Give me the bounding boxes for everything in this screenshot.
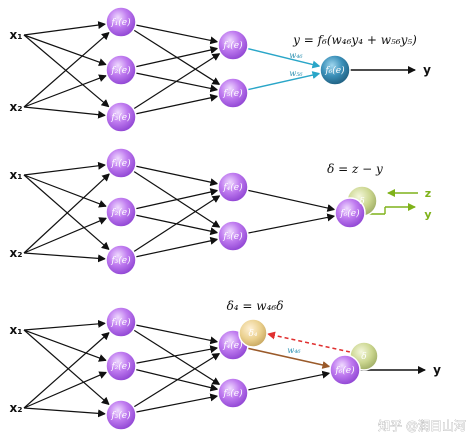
nodes-layer — [105, 6, 379, 431]
neuron-f5 — [217, 220, 249, 252]
edge-x1-to-f2 — [23, 329, 107, 362]
neuron-f1 — [105, 147, 137, 179]
edge-x2-to-f3 — [23, 106, 107, 119]
label-z: z — [425, 187, 431, 200]
text-layer: x₁ x₂ f₁(e) f₂(e) f₃(e) f₄(e) f₅(e) x₁ x₂ f₁(e) f₂… — [10, 17, 467, 433]
edge-x1-to-f3 — [23, 329, 110, 406]
edge-f5-to-f6 — [247, 370, 331, 391]
edge-f5-to-f6 — [247, 213, 336, 234]
neuron-f4-label: f₄(e) — [222, 340, 243, 351]
neuron-f5-label: f₅(e) — [222, 388, 243, 399]
edge-f2-to-f4 — [135, 46, 219, 68]
neuron-f3-label: f₃(e) — [110, 112, 131, 123]
backprop-formula: δ₄ = w₄₆δ — [227, 299, 284, 313]
watermark: 知乎 @润目山河 — [378, 419, 466, 433]
edge-f4-to-f6 — [247, 47, 321, 69]
input-label-x1: x₁ — [10, 168, 23, 182]
edge-x2-to-f3 — [23, 252, 107, 263]
edge-x2-to-f2 — [23, 74, 107, 108]
edge-f3-to-f4 — [133, 352, 221, 408]
neuron-f5-label: f₅(e) — [222, 231, 243, 242]
neuron-f3-label: f₃(e) — [110, 410, 131, 421]
edge-x1-to-f2 — [23, 174, 107, 208]
edge-f2-to-f4 — [135, 345, 219, 364]
edge-f1-to-f4 — [135, 24, 219, 45]
neuron-f5 — [217, 77, 249, 109]
forward-formula: y = f₆(w₄₆y₄ + w₅₆y₅) — [292, 33, 417, 47]
neuron-f6-output — [329, 354, 361, 386]
neuron-f6-output — [334, 197, 366, 229]
input-label-x2: x₂ — [10, 246, 23, 260]
edge-x1-to-f2 — [23, 34, 107, 66]
edge-f4-to-f6 — [247, 189, 336, 212]
edge-f2-to-f5 — [135, 368, 219, 392]
neuron-f3 — [105, 399, 137, 431]
neuron-f3 — [105, 101, 137, 133]
neuron-f2 — [105, 350, 137, 382]
edge-x2-to-f2 — [23, 371, 108, 409]
neuron-f2 — [105, 196, 137, 228]
edge-x2-to-f1 — [23, 331, 110, 409]
edge-x1-to-f1 — [23, 319, 107, 331]
neuron-f1 — [105, 6, 137, 38]
delta4-node — [238, 318, 268, 348]
delta-node-label: δ — [359, 197, 364, 207]
neuron-f6-output-label: f₆(e) — [324, 65, 345, 76]
output-label-y: y — [423, 63, 431, 77]
neuron-f4 — [217, 29, 249, 61]
edges-layer — [23, 21, 426, 418]
error-formula: δ = z − y — [327, 162, 383, 176]
edge-f3-to-f5 — [135, 236, 219, 258]
edge-x1-to-f1 — [23, 21, 107, 36]
weight-label-w46: w₄₆ — [289, 51, 303, 60]
neuron-f2-label: f₂(e) — [110, 207, 131, 218]
edge-f1-to-f4 — [135, 165, 219, 187]
edge-x1-to-f3 — [23, 174, 110, 251]
edge-x2-to-f2 — [23, 217, 108, 254]
edge-f4-to-f6-weighted — [247, 347, 331, 369]
delta4-node-label: δ₄ — [248, 329, 257, 339]
edge-f1-to-f5 — [133, 329, 221, 385]
neuron-f4-label: f₄(e) — [222, 182, 243, 193]
edge-f3-to-f5 — [135, 93, 219, 115]
input-label-x2: x₂ — [10, 100, 23, 114]
neuron-f4-label: f₄(e) — [222, 40, 243, 51]
weight-label-w46-backprop: w₄₆ — [287, 346, 301, 355]
edge-f3-to-f4 — [133, 195, 221, 253]
edge-x1-to-f1 — [23, 161, 107, 176]
edge-f2-to-f4 — [135, 188, 219, 210]
edge-f5-to-f6 — [247, 71, 321, 91]
neuron-f2 — [105, 54, 137, 86]
edge-f3-to-f5 — [135, 393, 219, 413]
neuron-f1-label: f₁(e) — [110, 17, 131, 28]
edge-f3-to-f4 — [133, 53, 221, 110]
edge-x2-to-f1 — [23, 173, 111, 254]
input-label-x1: x₁ — [10, 323, 23, 337]
neuron-f3-label: f₃(e) — [110, 255, 131, 266]
output-label-y: y — [433, 363, 441, 377]
neuron-f2-label: f₂(e) — [110, 65, 131, 76]
neuron-f3 — [105, 244, 137, 276]
neuron-f6-output — [319, 54, 351, 86]
neuron-f2-label: f₂(e) — [110, 361, 131, 372]
neuron-f4 — [217, 171, 249, 203]
edge-x1-to-f3 — [23, 34, 110, 108]
input-label-x2: x₂ — [10, 401, 23, 415]
edge-x2-to-f3 — [23, 407, 107, 418]
neuron-f6-output-label: f₆(e) — [334, 365, 355, 376]
input-label-x1: x₁ — [10, 28, 23, 42]
edge-x2-to-f1 — [23, 31, 110, 108]
backprop-arrow — [267, 331, 351, 353]
neuron-f1-label: f₁(e) — [110, 158, 131, 169]
label-y: y — [424, 208, 431, 221]
edge-f1-to-f4 — [135, 324, 219, 345]
neuron-f1 — [105, 306, 137, 338]
neuron-f1-label: f₁(e) — [110, 317, 131, 328]
neuron-f5-label: f₅(e) — [222, 88, 243, 99]
neuron-f5 — [217, 377, 249, 409]
neuron-f6-output-label: f₆(e) — [339, 208, 360, 219]
weight-label-w56: w₅₆ — [289, 69, 303, 78]
delta-node-backprop-label: δ — [361, 352, 366, 362]
